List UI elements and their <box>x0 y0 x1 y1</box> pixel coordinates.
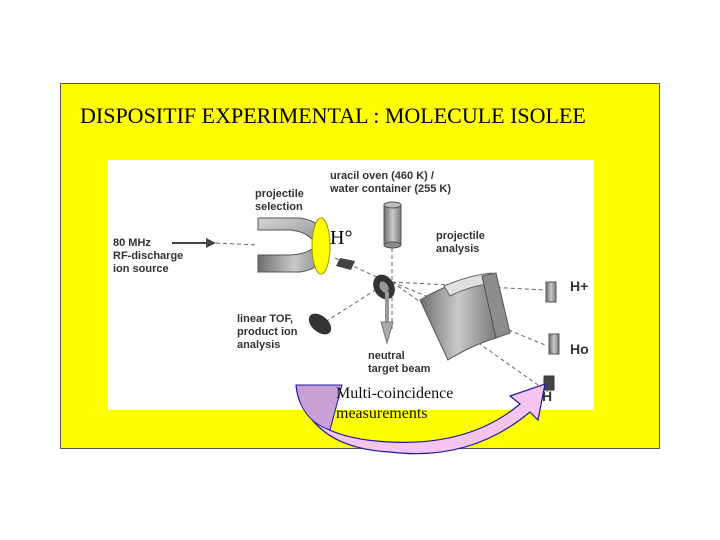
h-minus-label: H <box>542 388 553 404</box>
detector-h-minus <box>543 375 555 391</box>
detector-h-zero <box>548 333 560 355</box>
detector-h-plus <box>545 281 557 303</box>
projectile-analysis-label: projectile analysis <box>436 230 485 255</box>
neutral-beam-label: neutral target beam <box>368 350 431 375</box>
interaction-ring <box>373 274 395 300</box>
diagram-panel <box>108 160 594 410</box>
incoming-beam-arrow <box>172 238 216 248</box>
neutral-beam-arrow <box>380 292 394 345</box>
beam-arrow-to-target <box>336 258 355 270</box>
tof-detector <box>308 313 332 335</box>
multi-coincidence-arrow <box>295 383 546 455</box>
projectile-analyzer <box>419 272 511 361</box>
multi-coincidence-label: Multi-coincidence measurements <box>336 385 454 422</box>
h-zero-label: Ho <box>570 341 589 357</box>
ion-source-label: 80 MHz RF-discharge ion source <box>113 237 184 275</box>
oven-label: uracil oven (460 K) / water container (2… <box>330 170 452 195</box>
selection-highlight <box>311 217 331 275</box>
h-zero-beam-label: H° <box>330 227 353 249</box>
projectile-selection-label: projectile selection <box>255 188 304 213</box>
tof-label: linear TOF, product ion analysis <box>237 313 298 351</box>
slide-title: DISPOSITIF EXPERIMENTAL : MOLECULE ISOLE… <box>80 103 586 128</box>
oven-cylinder <box>383 201 402 249</box>
h-plus-label: H+ <box>570 278 589 294</box>
